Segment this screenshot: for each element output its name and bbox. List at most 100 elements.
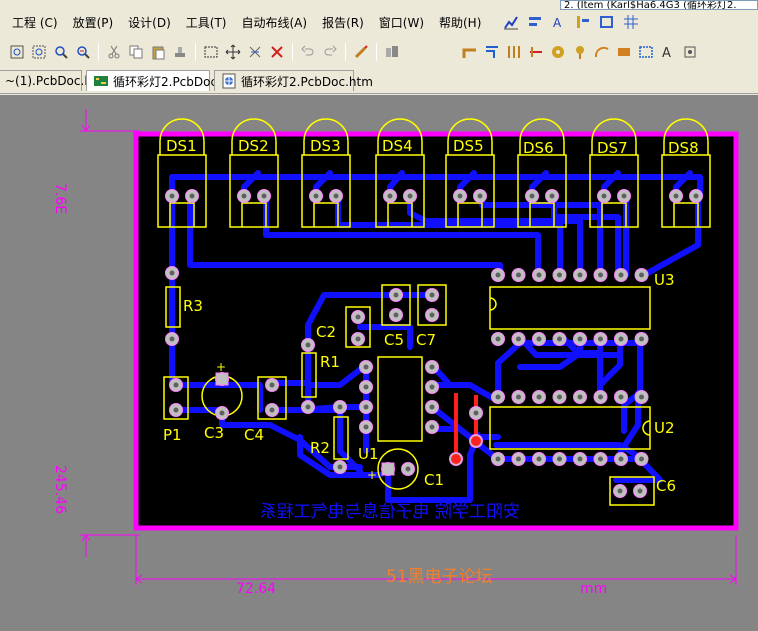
pad-hole [305, 342, 311, 348]
via[interactable] [451, 454, 461, 464]
toolbar-separator [376, 43, 377, 61]
pad-hole [355, 314, 361, 320]
place-via-icon[interactable] [569, 41, 591, 63]
pad-hole [536, 394, 542, 400]
pcb-editor-canvas[interactable]: 7.6E 245.46 72.64 mm 51黑电子论坛 [0, 95, 758, 631]
undo-icon[interactable] [297, 41, 319, 63]
pad-hole [529, 193, 535, 199]
pad-hole [639, 336, 644, 342]
menu-help[interactable]: 帮助(H) [439, 15, 482, 30]
pad-hole [387, 193, 393, 199]
pcb-document-icon [93, 73, 109, 89]
pcb-layout[interactable]: 7.6E 245.46 72.64 mm 51黑电子论坛 [0, 95, 758, 631]
select-area-icon[interactable] [200, 41, 222, 63]
pad-hole [639, 394, 644, 400]
pad-hole [637, 488, 643, 494]
grid-tool-icon[interactable] [620, 11, 642, 33]
tab-pcbdoc-htm-1[interactable]: ~(1).PcbDoc.htm [0, 70, 108, 91]
dimension-label-left-top: 7.6E [52, 183, 68, 214]
menu-reports[interactable]: 报告(R) [322, 15, 364, 30]
place-arc-icon[interactable] [591, 41, 613, 63]
paste-icon[interactable] [147, 41, 169, 63]
pad-hole [337, 404, 343, 410]
crossprobe-icon[interactable] [350, 41, 372, 63]
pad-hole [618, 456, 624, 462]
place-string-icon[interactable] [525, 41, 547, 63]
distribute-tool-icon[interactable] [572, 11, 594, 33]
zoom-area-icon[interactable] [28, 41, 50, 63]
place-polygon-icon[interactable] [635, 41, 657, 63]
cut-icon[interactable] [103, 41, 125, 63]
component-library-icon[interactable] [381, 41, 403, 63]
pad-hole [457, 193, 463, 199]
menu-project[interactable]: 工程 (C) [12, 15, 58, 30]
multi-route-icon[interactable] [503, 41, 525, 63]
tab-pcbdoc-htm[interactable]: 循环彩灯2.PcbDoc.htm [214, 70, 373, 91]
menu-window[interactable]: 窗口(W) [378, 15, 424, 30]
clear-filter-icon[interactable] [266, 41, 288, 63]
pad-hole [516, 272, 521, 278]
zoom-fit-icon[interactable] [6, 41, 28, 63]
via[interactable] [471, 436, 481, 446]
chart-tool-icon[interactable] [500, 11, 522, 33]
label-ds2: DS2 [238, 137, 269, 155]
square-pad[interactable] [215, 372, 229, 386]
label-c4: C4 [244, 426, 264, 444]
standard-toolbar: A [0, 38, 758, 66]
zoom-selected-icon[interactable] [50, 41, 72, 63]
align-tool-icon[interactable] [524, 11, 546, 33]
menu-design[interactable]: 设计(D) [128, 15, 171, 30]
place-text-icon[interactable]: A [657, 41, 679, 63]
svg-text:A: A [662, 46, 671, 60]
deselect-icon[interactable] [244, 41, 266, 63]
tab-label: 循环彩灯2.PcbDoc.htm [241, 74, 373, 89]
copy-icon[interactable] [125, 41, 147, 63]
pad-hole [429, 404, 435, 410]
pad-hole [693, 193, 699, 199]
place-fill-icon[interactable] [613, 41, 635, 63]
tab-pcbdoc[interactable]: 循环彩灯2.PcbDoc [86, 70, 217, 91]
label-c3: C3 [204, 424, 224, 442]
label-ds6: DS6 [523, 139, 554, 157]
redo-icon[interactable] [319, 41, 341, 63]
pad-hole [407, 193, 413, 199]
pad-hole [557, 272, 562, 278]
pad-hole [621, 193, 627, 199]
pad-hole [557, 336, 562, 342]
document-path-field[interactable]: 2. (Item (Karl$Ha6.4G3 (循环彩灯2. [560, 0, 758, 10]
menu-place[interactable]: 放置(P) [72, 15, 114, 30]
zoom-filtered-icon[interactable] [72, 41, 94, 63]
pad-hole [313, 193, 319, 199]
pad-hole [516, 394, 521, 400]
rubber-stamp-icon[interactable] [169, 41, 191, 63]
menu-autoroute[interactable]: 自动布线(A) [241, 15, 308, 30]
label-c2: C2 [316, 323, 336, 341]
pad-hole [429, 384, 435, 390]
pad-hole [495, 394, 501, 400]
led-footprints [157, 118, 711, 228]
label-r3: R3 [183, 297, 203, 315]
label-u2: U2 [654, 419, 675, 437]
place-component-icon[interactable] [679, 41, 701, 63]
pad-hole [173, 382, 179, 388]
pad-hole [577, 394, 583, 400]
pad-hole [495, 272, 501, 278]
move-icon[interactable] [222, 41, 244, 63]
interactive-route-icon[interactable] [459, 41, 481, 63]
room-tool-icon[interactable] [596, 11, 618, 33]
menu-tools[interactable]: 工具(T) [185, 15, 227, 30]
square-pad[interactable] [381, 462, 395, 476]
label-ds4: DS4 [382, 137, 413, 155]
diff-pair-route-icon[interactable] [481, 41, 503, 63]
label-c5: C5 [384, 331, 404, 349]
label-ds8: DS8 [668, 139, 699, 157]
forum-watermark: 51黑电子论坛 [386, 567, 493, 587]
pad-hole [577, 336, 583, 342]
place-pad-icon[interactable] [547, 41, 569, 63]
pad-hole [169, 336, 175, 342]
label-u1: U1 [358, 445, 379, 463]
text-tool-icon[interactable]: A [548, 11, 570, 33]
pad-hole [429, 312, 435, 318]
label-c1-polarity: + [367, 468, 377, 482]
pad-hole [618, 272, 624, 278]
